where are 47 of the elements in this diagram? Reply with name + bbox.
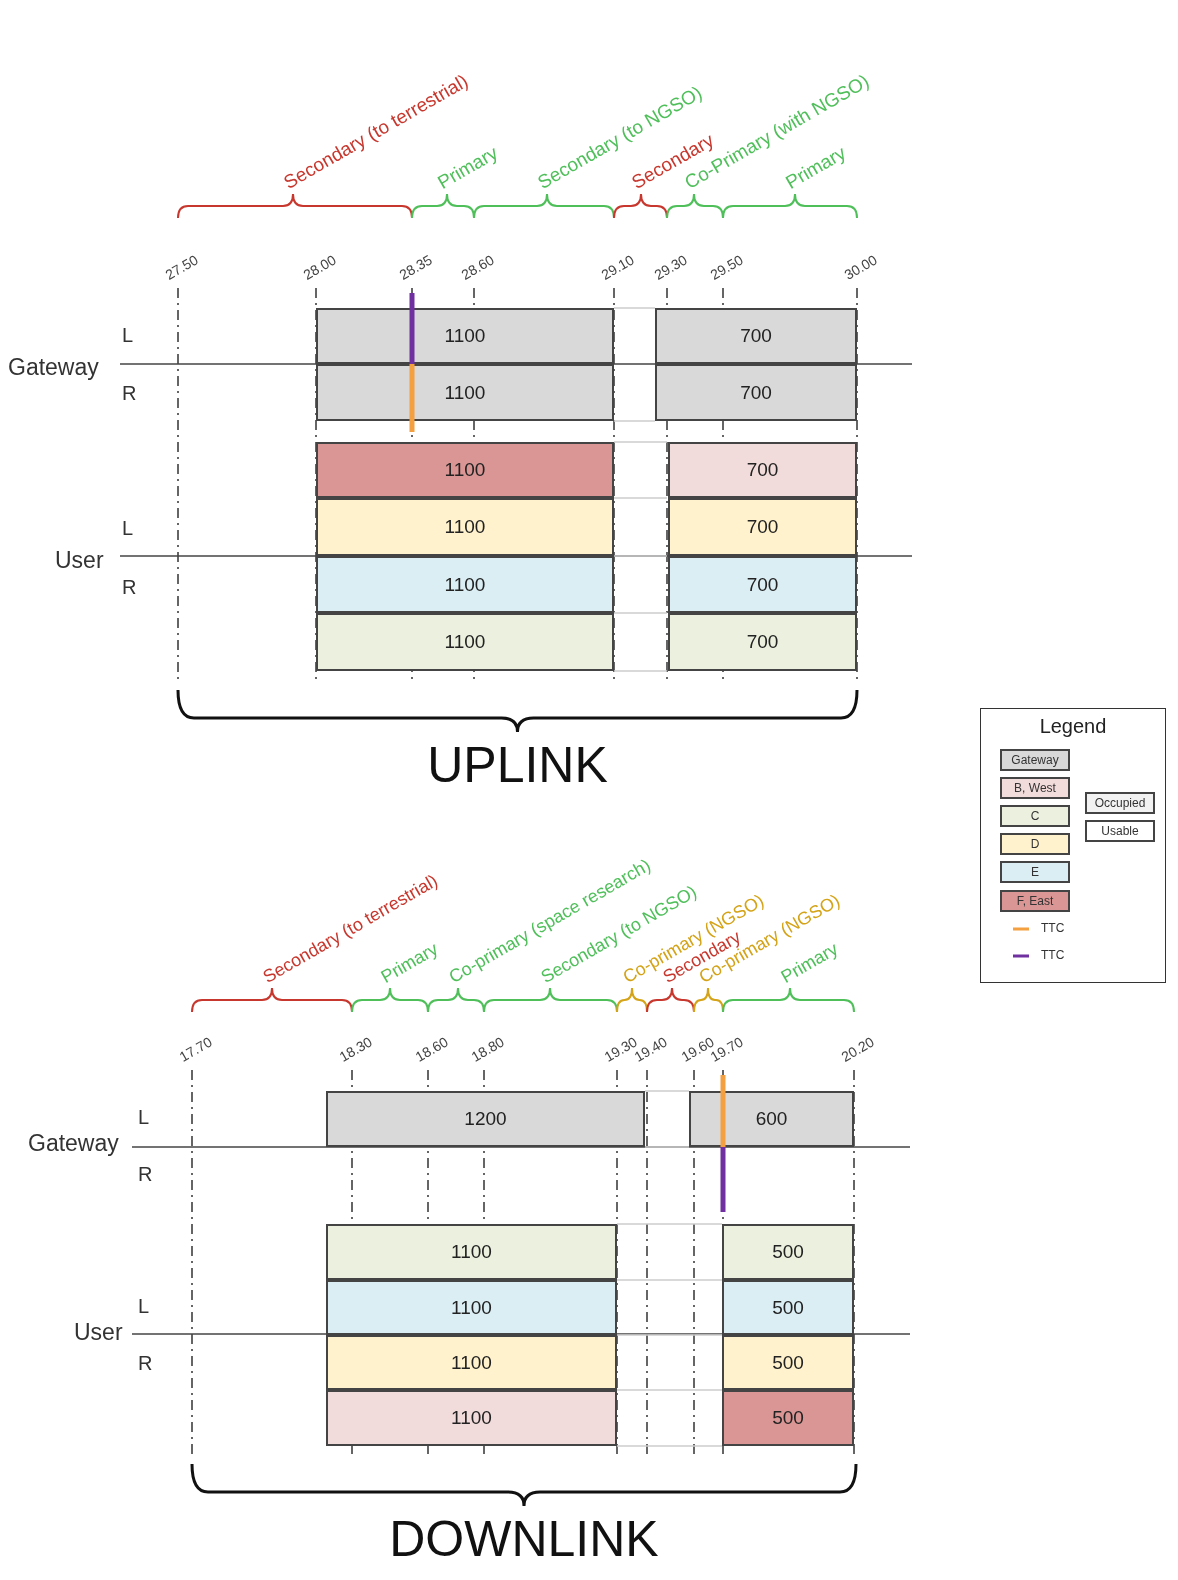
frequency-block: 1100 — [316, 498, 614, 556]
frequency-block: 700 — [655, 308, 857, 364]
row-label: User — [55, 549, 104, 572]
frequency-block: 1100 — [326, 1335, 617, 1390]
frequency-block: 700 — [668, 613, 857, 671]
legend-swatch: C — [1000, 805, 1070, 827]
legend-swatch: F, East — [1000, 890, 1070, 912]
frequency-block: 700 — [668, 556, 857, 613]
row-label: R — [138, 1164, 153, 1184]
frequency-block: 1100 — [326, 1280, 617, 1335]
legend-swatch: B, West — [1000, 777, 1070, 799]
row-label: R — [138, 1353, 153, 1373]
frequency-block: 1100 — [326, 1390, 617, 1446]
legend-text: TTC — [1041, 922, 1065, 934]
frequency-block: 500 — [722, 1224, 854, 1280]
legend-swatch: D — [1000, 833, 1070, 855]
section-title: UPLINK — [426, 740, 609, 790]
section-title: DOWNLINK — [388, 1514, 660, 1564]
frequency-block: 700 — [655, 364, 857, 421]
legend-swatch: Occupied — [1085, 792, 1155, 814]
frequency-block: 1100 — [316, 308, 614, 364]
row-label: L — [138, 1107, 150, 1127]
row-label: R — [122, 383, 137, 403]
frequency-block: 1100 — [316, 613, 614, 671]
frequency-block: 1200 — [326, 1091, 645, 1147]
legend-swatch: Gateway — [1000, 749, 1070, 771]
frequency-block: 500 — [722, 1335, 854, 1390]
frequency-block: 500 — [722, 1390, 854, 1446]
row-label: R — [122, 577, 137, 597]
frequency-block: 700 — [668, 442, 857, 498]
row-label: Gateway — [8, 356, 99, 379]
frequency-block: 1100 — [316, 556, 614, 613]
legend-swatch: Usable — [1085, 820, 1155, 842]
row-label: Gateway — [28, 1132, 119, 1155]
frequency-block: 1100 — [316, 364, 614, 421]
frequency-block: 700 — [668, 498, 857, 556]
legend-text: TTC — [1041, 949, 1065, 961]
row-label: L — [122, 518, 134, 538]
legend-title: Legend — [1038, 716, 1108, 736]
frequency-block: 500 — [722, 1280, 854, 1335]
legend-swatch: E — [1000, 861, 1070, 883]
frequency-block: 1100 — [316, 442, 614, 498]
frequency-block: 1100 — [326, 1224, 617, 1280]
frequency-block: 600 — [689, 1091, 854, 1147]
row-label: User — [74, 1321, 123, 1344]
row-label: L — [138, 1296, 150, 1316]
row-label: L — [122, 325, 134, 345]
